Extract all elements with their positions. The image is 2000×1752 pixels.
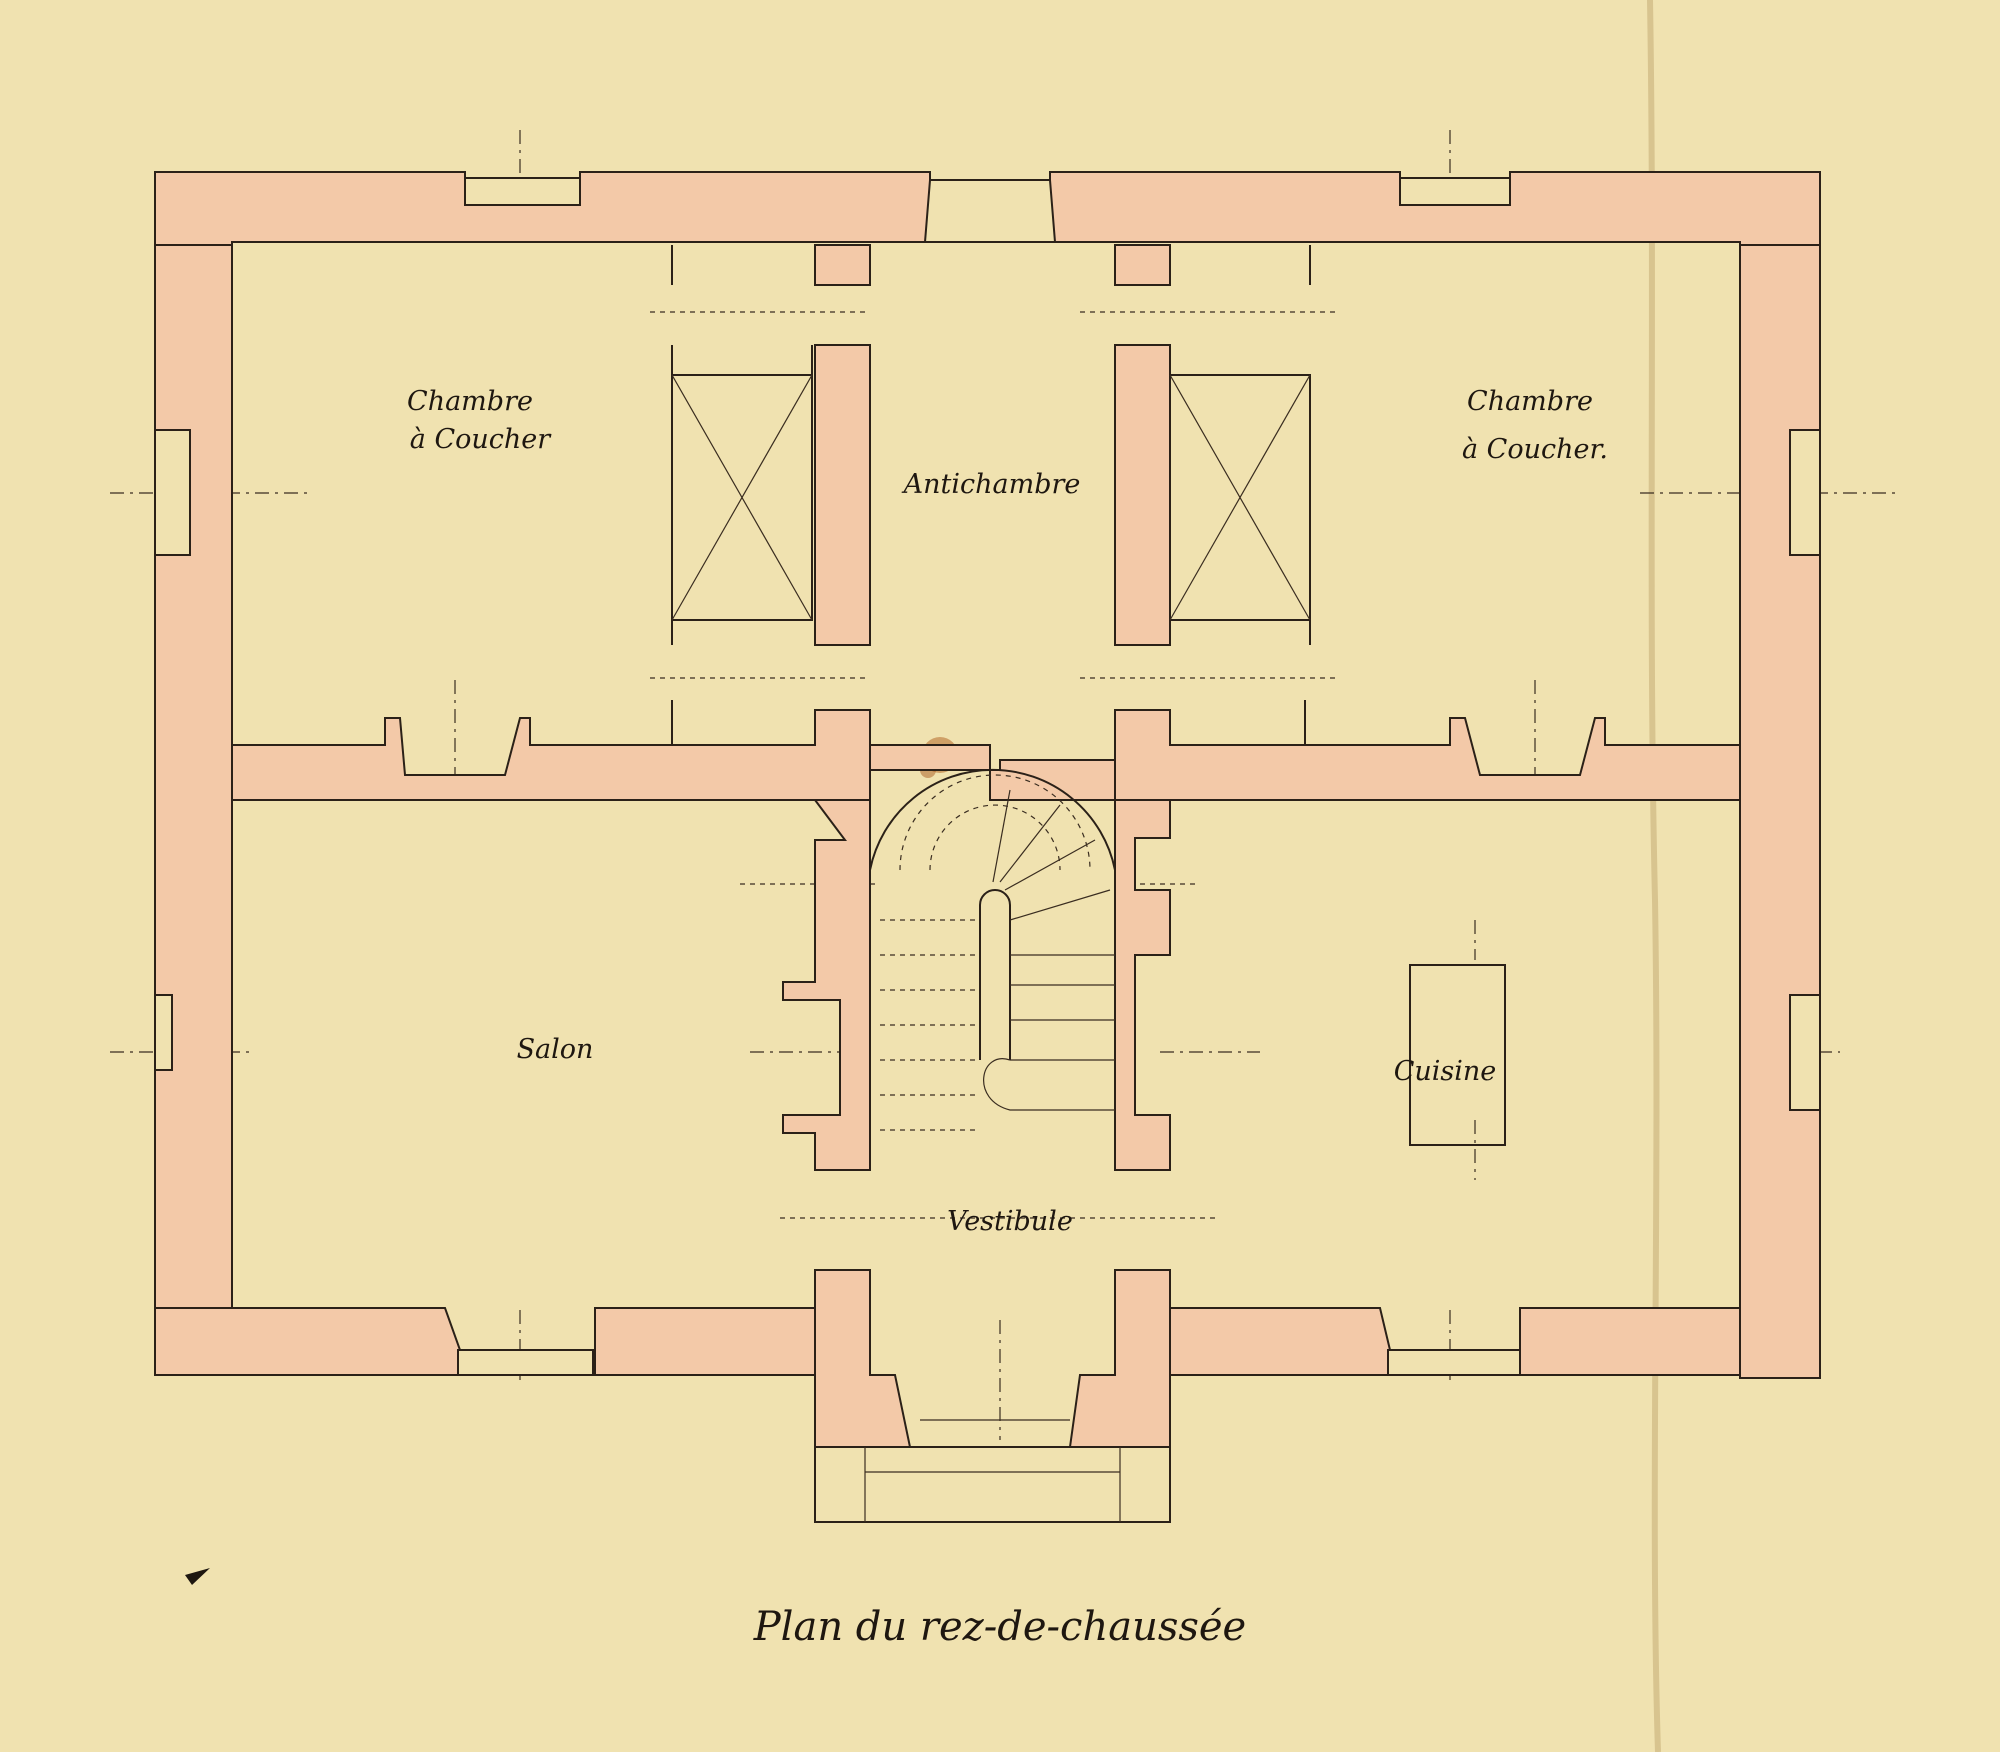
bedroom-right-label-line2: à Coucher.	[1462, 434, 1608, 465]
window-openings	[154, 177, 1821, 1376]
kitchen-label: Cuisine	[1394, 1056, 1497, 1087]
vestibule-label: Vestibule	[947, 1206, 1073, 1237]
bedroom-left-label-line1: Chambre	[407, 386, 533, 417]
closets	[671, 245, 1311, 745]
exterior-walls	[154, 171, 1821, 1379]
bedroom-left-label-line2: à Coucher	[410, 424, 552, 455]
interior-walls	[231, 244, 1741, 1448]
kitchen-table	[1409, 964, 1506, 1146]
paper-fold	[1647, 0, 1661, 1752]
bedroom-right-label-line1: Chambre	[1467, 386, 1593, 417]
staircase	[869, 768, 1116, 1170]
entrance-steps	[814, 1419, 1171, 1523]
ink-mark	[185, 1568, 210, 1585]
salon-label: Salon	[517, 1034, 594, 1065]
plan-title: Plan du rez-de-chaussée	[753, 1604, 1246, 1650]
antechamber-label: Antichambre	[901, 469, 1081, 500]
